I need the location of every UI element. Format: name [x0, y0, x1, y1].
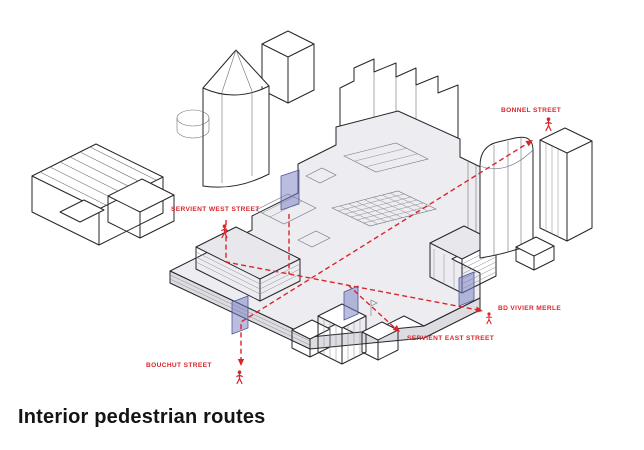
route-branch-servient-east — [347, 284, 397, 330]
route-arrow-icon — [237, 359, 245, 366]
stacked-floor-wing — [195, 226, 301, 302]
street-label-bouchut: BOUCHUT STREET — [146, 362, 212, 369]
building-top-box — [261, 30, 315, 104]
entry-volume-south — [343, 285, 359, 321]
pedestrian-icon — [545, 117, 552, 132]
street-label-servient-west: SERVIENT WEST STREET — [171, 206, 260, 213]
page-title: Interior pedestrian routes — [18, 406, 266, 428]
street-label-bonnel: BONNEL STREET — [501, 107, 562, 114]
entry-volumes — [231, 169, 475, 335]
building-east-slab — [539, 127, 593, 242]
pedestrian-icon — [486, 312, 492, 325]
building-small-east — [515, 236, 555, 271]
building-cylindrical-tower — [176, 49, 270, 188]
building-rounded-tower — [479, 136, 534, 259]
route-bonnel-bouchut — [240, 142, 529, 362]
courtyard-grid — [331, 190, 437, 227]
route-arrow-icon — [525, 140, 533, 147]
route-arrow-icon — [392, 324, 400, 332]
spiral-ramp — [176, 109, 210, 139]
route-arrow-icon — [475, 306, 483, 313]
pedestrian-routes — [225, 140, 533, 366]
roof-hatching — [39, 146, 157, 206]
entry-volume-southwest — [231, 295, 249, 335]
street-label-servient-east: SERVIENT EAST STREET — [407, 335, 495, 342]
pedestrian-icon — [236, 370, 243, 385]
entry-volume-north — [280, 169, 300, 211]
building-left-complex — [31, 143, 175, 246]
route-servient-west-vivier — [225, 220, 479, 311]
entry-volume-east — [458, 271, 475, 307]
street-label-bd-vivier-merle: BD VIVIER MERLE — [498, 305, 562, 312]
